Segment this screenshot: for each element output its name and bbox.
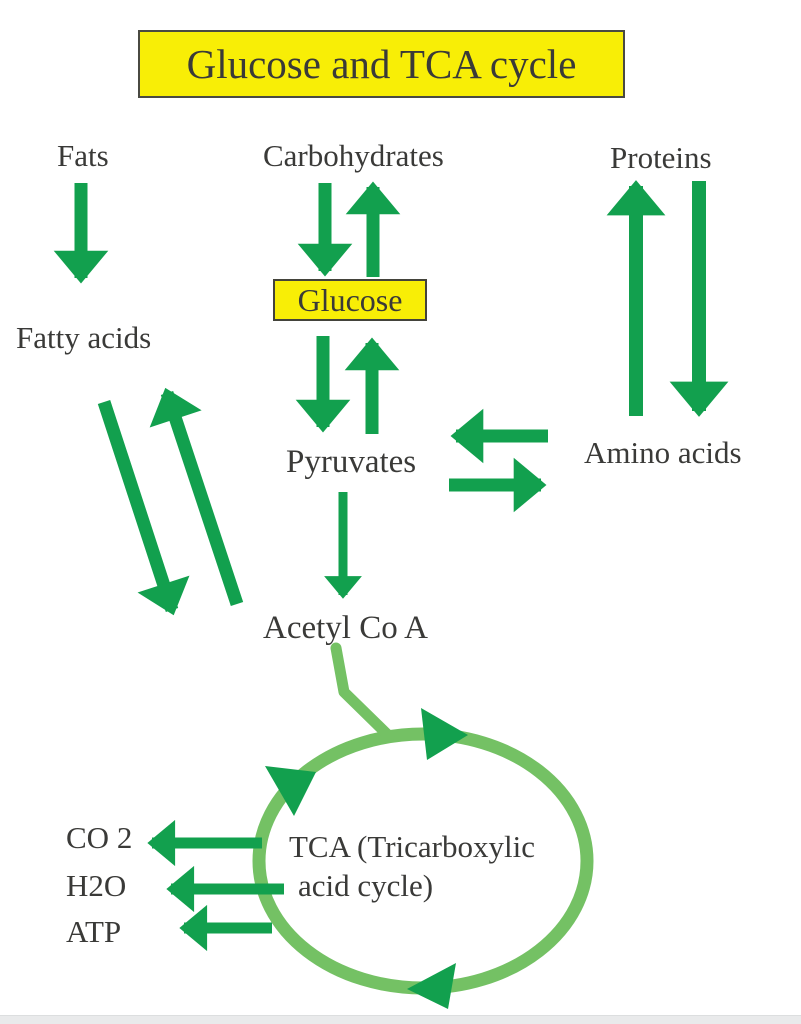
acetyl-to-tca-connector bbox=[330, 642, 395, 742]
arrow-fatty-acids-to-acetyl bbox=[97, 399, 190, 616]
diagram-title-text: Glucose and TCA cycle bbox=[186, 41, 577, 87]
tca-clockwise-arrowhead-bottom-icon bbox=[407, 963, 456, 1009]
label-tca-line1: TCA (Tricarboxylic bbox=[289, 829, 535, 864]
tca-clockwise-arrowhead-top-icon bbox=[421, 708, 468, 760]
arrow-acetyl-to-fatty-acids bbox=[149, 387, 244, 607]
label-tca-cycle: TCA (Tricarboxylic acid cycle) bbox=[289, 827, 535, 905]
glucose-node: Glucose bbox=[273, 279, 427, 321]
label-atp: ATP bbox=[66, 914, 122, 949]
label-glucose: Glucose bbox=[297, 281, 403, 318]
label-proteins: Proteins bbox=[610, 140, 712, 175]
label-tca-line2: acid cycle) bbox=[298, 868, 434, 903]
label-fats: Fats bbox=[57, 138, 109, 173]
label-pyruvates: Pyruvates bbox=[286, 444, 417, 480]
tca-clockwise-arrowhead-left-icon bbox=[265, 766, 316, 816]
scan-edge-strip bbox=[0, 1015, 801, 1024]
label-co2: CO 2 bbox=[66, 820, 133, 855]
label-carbohydrates: Carbohydrates bbox=[263, 138, 444, 173]
label-h2o: H2O bbox=[66, 868, 127, 903]
diagram-title: Glucose and TCA cycle bbox=[138, 30, 625, 98]
label-acetyl-co-a: Acetyl Co A bbox=[263, 610, 428, 646]
label-fatty-acids: Fatty acids bbox=[16, 320, 152, 355]
label-amino-acids: Amino acids bbox=[584, 435, 742, 470]
